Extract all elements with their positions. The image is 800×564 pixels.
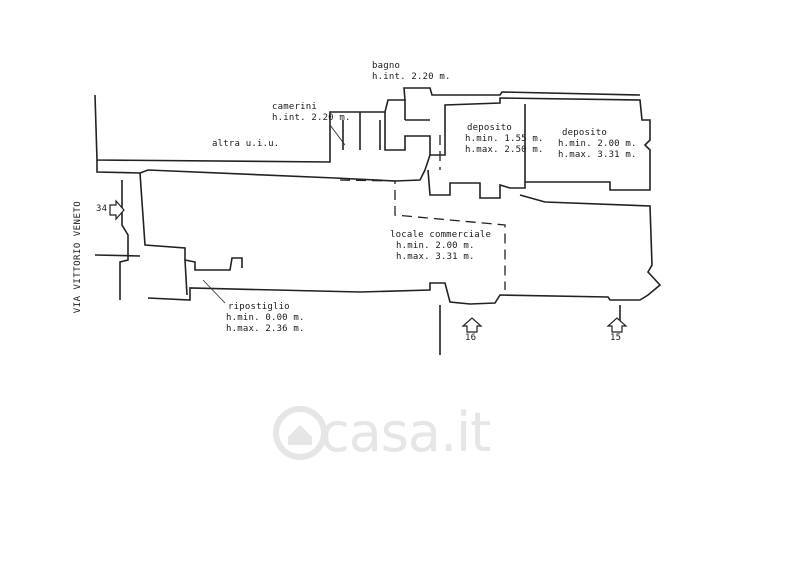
entrance-arrow-34 bbox=[109, 199, 125, 221]
leader-camerini bbox=[329, 124, 346, 146]
label-locale-commerciale: locale commerciale h.min. 2.00 m. h.max.… bbox=[390, 230, 491, 263]
service-walls bbox=[384, 97, 651, 199]
room-height: h.max. 2.50 m. bbox=[465, 145, 544, 155]
room-height: h.max. 3.31 m. bbox=[396, 252, 475, 262]
label-camerini: camerini h.int. 2.20 m. bbox=[272, 102, 351, 124]
label-bagno: bagno h.int. 2.20 m. bbox=[372, 61, 451, 83]
room-name: bagno bbox=[372, 61, 401, 71]
entrance-number-15: 15 bbox=[610, 333, 622, 343]
room-name: deposito bbox=[562, 128, 607, 138]
street-name: VIA VITTORIO VENETO bbox=[73, 200, 84, 314]
room-height: h.min. 0.00 m. bbox=[226, 313, 305, 323]
label-ripostiglio: ripostiglio h.min. 0.00 m. h.max. 2.36 m… bbox=[226, 302, 305, 335]
watermark-text: casa.it bbox=[320, 401, 491, 464]
room-height: h.max. 3.31 m. bbox=[558, 150, 637, 160]
room-name: locale commerciale bbox=[390, 230, 492, 240]
street-line-2 bbox=[94, 254, 141, 257]
watermark: casa.it bbox=[262, 395, 530, 473]
outer-wall-right bbox=[147, 194, 662, 305]
label-deposito-2: deposito h.min. 2.00 m. h.max. 3.31 m. bbox=[558, 128, 637, 161]
room-name: camerini bbox=[272, 102, 317, 112]
room-height: h.min. 2.00 m. bbox=[396, 241, 475, 251]
ripostiglio-wall bbox=[184, 259, 188, 296]
partition-camerini bbox=[342, 112, 381, 150]
entrance-number-16: 16 bbox=[465, 333, 477, 343]
label-deposito-1: deposito h.min. 1.55 m. h.max. 2.50 m. bbox=[465, 123, 544, 156]
entrance-number-34: 34 bbox=[96, 204, 108, 214]
house-logo-icon bbox=[273, 406, 327, 460]
room-height: h.int. 2.20 m. bbox=[272, 113, 351, 123]
room-height: h.min. 1.55 m. bbox=[465, 134, 544, 144]
outer-wall-top bbox=[139, 154, 431, 182]
entrance-arrow-16 bbox=[461, 317, 483, 333]
outer-wall-left bbox=[139, 172, 243, 271]
room-name: deposito bbox=[467, 123, 512, 133]
room-height: h.max. 2.36 m. bbox=[226, 324, 305, 334]
room-height: h.int. 2.20 m. bbox=[372, 72, 451, 82]
dashed-line bbox=[339, 179, 506, 290]
entrance-arrow-15 bbox=[606, 317, 628, 333]
street-line bbox=[119, 180, 129, 300]
partition-bagno bbox=[404, 100, 430, 121]
label-altra-uiu: altra u.i.u. bbox=[212, 139, 279, 150]
room-height: h.min. 2.00 m. bbox=[558, 139, 637, 149]
room-name: ripostiglio bbox=[228, 302, 290, 312]
room-name: altra u.i.u. bbox=[212, 139, 280, 149]
neighbour-wall-left bbox=[96, 160, 141, 174]
leader-ripostiglio bbox=[202, 279, 226, 304]
